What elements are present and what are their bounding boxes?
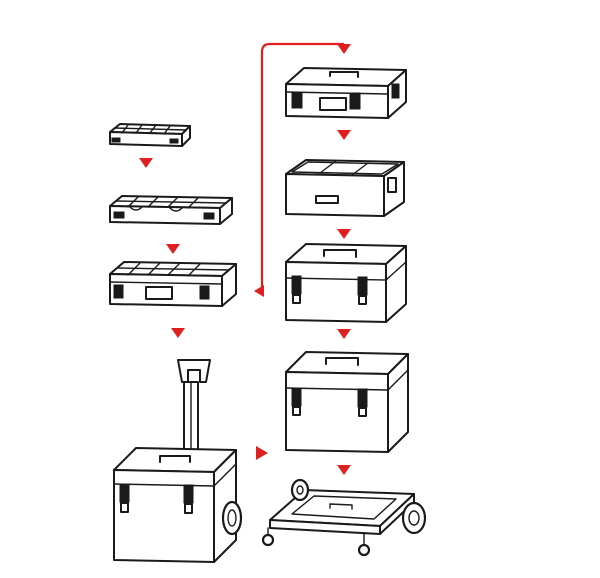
arrow-down-icon — [337, 465, 351, 475]
mobile-toolbox-cart-icon — [113, 359, 243, 563]
arrow-down-icon — [337, 44, 351, 54]
trolley-base-icon — [261, 478, 427, 557]
organizer-case-icon — [109, 261, 237, 307]
arrows — [139, 44, 351, 475]
organizer-insert-flat-icon — [109, 195, 233, 225]
storage-bin-open-icon — [285, 159, 405, 217]
organizer-insert-small-icon — [109, 123, 191, 147]
toolbox-flat-icon — [285, 67, 407, 119]
arrow-down-icon — [139, 158, 153, 168]
arrow-down-icon — [171, 328, 185, 338]
arrow-left-icon — [254, 285, 264, 297]
arrow-down-icon — [337, 130, 351, 140]
arrow-down-icon — [166, 244, 180, 254]
arrow-down-icon — [337, 329, 351, 339]
toolbox-tall-icon — [285, 351, 409, 453]
arrow-right-icon — [256, 446, 268, 460]
red-connector-line — [260, 42, 344, 288]
arrow-down-icon — [337, 229, 351, 239]
toolbox-medium-icon — [285, 243, 407, 323]
